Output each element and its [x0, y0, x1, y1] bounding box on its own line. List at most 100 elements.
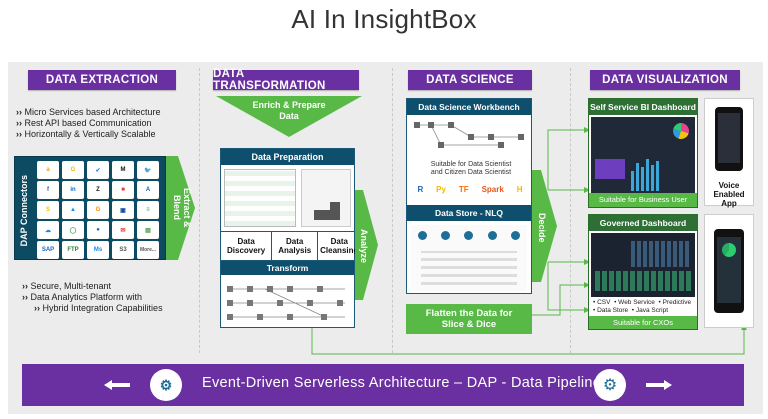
connector-arrowhead — [584, 282, 590, 288]
connector-tile: FTP — [62, 241, 84, 259]
flow-node — [337, 300, 343, 306]
connector-line — [547, 129, 584, 190]
dashboard-bar — [646, 159, 649, 191]
connector-tile: in — [62, 181, 84, 199]
header-data-transformation: DATA TRANSFORMATION — [213, 68, 359, 92]
bullet: Horizontally & Vertically Scalable — [16, 129, 196, 140]
self-service-dashboard-preview — [591, 117, 695, 193]
connector-tile: ≡ — [137, 201, 159, 219]
connector-tile: a — [37, 161, 59, 179]
connector-tile: ✔ — [87, 161, 109, 179]
right-arrow-icon — [646, 380, 672, 390]
analyze-label: Analyze — [359, 228, 369, 263]
flow-node — [247, 286, 253, 292]
phone-screen — [718, 113, 740, 163]
connector-line — [532, 284, 584, 316]
connector-tile: M — [112, 161, 134, 179]
data-pipeline-bar: ⚙ Event-Driven Serverless Architecture –… — [22, 364, 744, 406]
nlq-preview — [411, 225, 527, 291]
data-store-nlq-title: Data Store - NLQ — [407, 205, 531, 221]
source-label: CSV — [597, 299, 611, 306]
governed-dashboard-card: Governed Dashboard • CSV • Web Service •… — [588, 214, 698, 330]
flow-node — [257, 314, 263, 320]
source-item: • Data Store — [593, 307, 629, 314]
python-logo-icon: Py — [436, 185, 446, 194]
tensorflow-logo-icon: TF — [458, 185, 469, 194]
self-service-bi-card: Self Service BI Dashboard Suitable for B… — [588, 98, 698, 208]
nlq-step-icon — [464, 231, 474, 240]
divider — [199, 68, 200, 353]
flatten-data-box: Flatten the Data for Slice & Dice — [406, 304, 532, 334]
extract-blend-arrow — [166, 156, 195, 260]
connector-tile: f — [37, 181, 59, 199]
bullet-continuation: Hybrid Integration Capabilities — [22, 303, 194, 314]
left-arrow-icon — [104, 380, 130, 390]
flow-node — [247, 300, 253, 306]
connector-arrowhead — [584, 259, 590, 265]
chart-preview-bar — [314, 210, 330, 220]
divider — [570, 68, 571, 353]
bullet: Secure, Multi-tenant — [22, 281, 194, 292]
connector-tile: ▣ — [112, 201, 134, 219]
analyze-arrow — [355, 190, 378, 300]
connector-tile: Z — [87, 181, 109, 199]
pipeline-nodes-icon: ⚙ — [150, 369, 182, 401]
governed-panel — [595, 271, 691, 291]
source-item: • Java Script — [629, 307, 669, 314]
workbench-flow-preview — [414, 122, 524, 148]
voice-app-label: Voice Enabled App — [713, 181, 745, 208]
phone-icon — [715, 107, 743, 171]
workbench-suitable-note: Suitable for Data Scientist and Citizen … — [430, 161, 512, 176]
connector-tile: ☁ — [37, 221, 59, 239]
connector-arrowhead — [584, 187, 590, 193]
dashboard-heatmap — [595, 159, 625, 179]
self-service-bi-title: Self Service BI Dashboard — [589, 99, 697, 115]
nlq-step-icon — [510, 231, 520, 240]
flow-node — [227, 300, 233, 306]
flow-node — [227, 286, 233, 292]
connector-tile: ◯ — [62, 221, 84, 239]
spreadsheet-preview — [224, 169, 296, 227]
connector-tile: G — [87, 201, 109, 219]
dap-connectors-box: DAP Connectors a G ✔ M 🐦 f in Z ■ A S ▲ … — [14, 156, 166, 260]
header-data-visualization: DATA VISUALIZATION — [590, 70, 740, 90]
data-sources-list: • CSV • Web Service • Predictive • Data … — [593, 299, 697, 315]
connector-tile: ■ — [112, 181, 134, 199]
connector-tile: Ms — [87, 241, 109, 259]
flow-node — [287, 314, 293, 320]
flow-node — [321, 314, 327, 320]
transform-flow-preview — [227, 286, 345, 320]
chart-preview — [301, 169, 351, 227]
connector-grid: a G ✔ M 🐦 f in Z ■ A S ▲ G ▣ ≡ ☁ ◯ ● ✉ ▤… — [37, 161, 161, 260]
flow-node — [488, 134, 494, 140]
chart-preview-bar — [330, 202, 340, 220]
flow-node — [448, 122, 454, 128]
ml-logos-row: R Py TF Spark H — [411, 185, 529, 194]
nlq-step-icon — [487, 231, 497, 240]
connector-tile: 🐦 — [137, 161, 159, 179]
flow-node — [307, 300, 313, 306]
data-preparation-card: Data Preparation Data Discovery Data Ana… — [220, 148, 358, 328]
extract-label: Extract — [182, 188, 192, 219]
connector-tile: ▤ — [137, 221, 159, 239]
bullet: Data Analytics Platform with — [22, 292, 194, 303]
connector-line — [311, 328, 745, 355]
r-logo-icon: R — [417, 185, 424, 194]
spark-logo-icon: Spark — [481, 185, 504, 194]
connector-tile: S — [37, 201, 59, 219]
phone-icon — [714, 229, 744, 313]
connector-line — [547, 262, 584, 311]
mobile-donut — [722, 243, 736, 257]
analyze-arrow-shape — [355, 190, 378, 300]
connector-tile: ● — [87, 221, 109, 239]
extraction-bullets-bottom: Secure, Multi-tenant Data Analytics Plat… — [22, 281, 194, 314]
header-data-science: DATA SCIENCE — [408, 70, 532, 90]
governed-note: Suitable for CXOs — [589, 316, 697, 329]
nlq-step-icon — [441, 231, 451, 240]
left-arrow-shape — [104, 380, 130, 390]
connector-tile: ✉ — [112, 221, 134, 239]
extract-blend-label: Extract & Blend — [172, 178, 192, 238]
nlq-step-icon — [418, 231, 428, 240]
connector-tile: G — [62, 161, 84, 179]
voice-app-card: Voice Enabled App — [704, 98, 754, 208]
